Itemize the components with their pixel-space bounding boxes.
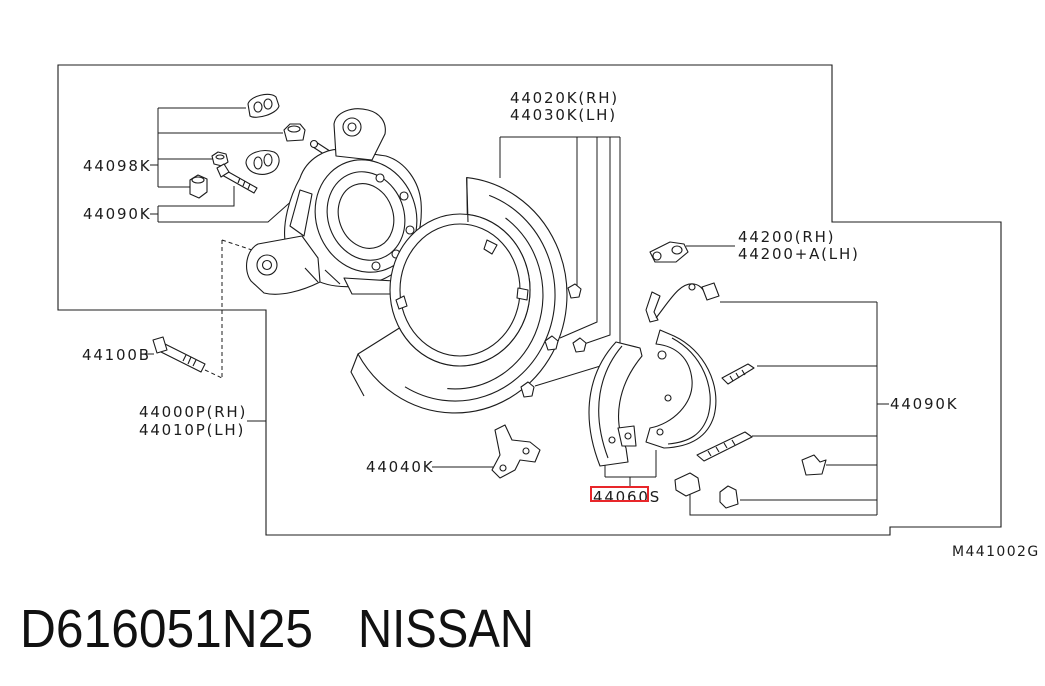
return-spring-hook [645, 282, 720, 323]
adjuster-screw [696, 431, 753, 462]
hex-nut [189, 174, 208, 199]
retainer-clip [801, 454, 827, 476]
backing-plate [245, 108, 422, 295]
retainer-clip [674, 472, 701, 497]
shield-clip [520, 381, 535, 398]
brand-name: NISSAN [358, 599, 534, 659]
label-spring-kit-left: 44090K [83, 205, 151, 223]
label-sensor-lh: 44200+A(LH) [738, 245, 860, 263]
label-sensor-rh: 44200(RH) [738, 228, 835, 246]
label-plate-rh: 44000P(RH) [139, 403, 247, 421]
label-lever: 44040K [366, 458, 434, 476]
parking-brake-lever [491, 424, 541, 479]
mounting-bolt [152, 336, 206, 373]
highlight-box [590, 486, 649, 502]
diagram-border [57, 64, 1002, 536]
label-shoe-set: 44060S [593, 488, 661, 506]
retainer-clip [719, 485, 739, 509]
grommet-lower [245, 150, 280, 175]
dust-shield [350, 177, 568, 414]
small-nut [211, 151, 229, 167]
shield-clip [567, 283, 582, 299]
shield-clip [572, 337, 587, 353]
part-number: D616051N25 [20, 599, 313, 659]
long-bolt-small [216, 163, 258, 194]
wheel-sensor [649, 241, 689, 263]
grommet-upper [247, 93, 280, 118]
label-plate-lh: 44010P(LH) [139, 421, 245, 439]
label-shield-rh: 44020K(RH) [510, 89, 619, 107]
shield-clip [544, 335, 559, 351]
label-bolt: 44100B [82, 346, 151, 364]
adjuster-spring [721, 363, 755, 385]
flange-nut-upper [283, 123, 306, 142]
label-shield-lh: 44030K(LH) [510, 106, 617, 124]
brake-shoe-left [588, 341, 643, 467]
brake-shoe-right [645, 329, 717, 449]
diagram-id: M441002G [952, 544, 1040, 560]
label-hardware-upper: 44098K [83, 157, 151, 175]
label-spring-kit-right: 44090K [890, 395, 958, 413]
